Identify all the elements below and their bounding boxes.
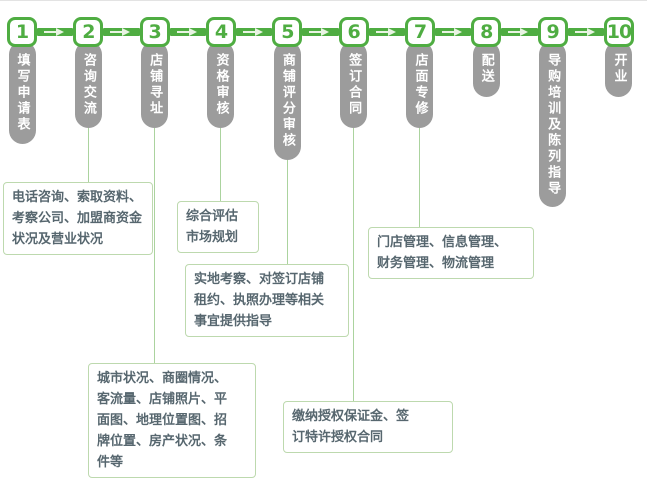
flow-connector (567, 28, 604, 36)
step-number: 1 (7, 17, 37, 47)
arrow-tail (242, 31, 256, 33)
step-number: 5 (272, 17, 303, 47)
arrow-right-icon (56, 28, 64, 36)
note-box: 电话咨询、索取资料、 考察公司、加盟商资金 状况及营业状况 (3, 182, 153, 255)
step-number: 10 (603, 17, 634, 47)
step-number: 3 (139, 17, 170, 47)
step-number: 2 (73, 17, 104, 47)
step-number: 7 (404, 17, 435, 47)
step-capsule: 填写申请表 (8, 41, 36, 144)
arrow-right-icon (188, 28, 197, 36)
flow-connector (501, 28, 538, 36)
step-capsule: 签订合同 (340, 41, 368, 129)
step-label: 导购培训及陈列指导 (545, 53, 561, 197)
flow-connector (37, 28, 74, 36)
flow-connector (235, 28, 273, 36)
step-capsule: 咨询交流 (74, 41, 102, 129)
step-label: 开业 (611, 53, 627, 85)
connector-line (286, 159, 288, 268)
step-number: 8 (471, 17, 502, 47)
connector-line (87, 128, 89, 186)
flow-connector (434, 28, 472, 36)
arrow-tail (441, 31, 455, 33)
step-capsule: 导购培训及陈列指导 (539, 41, 567, 208)
step-number: 4 (205, 17, 236, 47)
step-label: 店铺寻址 (147, 53, 163, 117)
step-number-text: 8 (480, 21, 493, 43)
step-number-text: 2 (82, 21, 95, 43)
step-capsule: 配送 (472, 41, 500, 97)
arrow-right-icon (453, 28, 462, 36)
connector-line (419, 128, 421, 231)
arrow-tail (176, 31, 190, 33)
arrow-tail (44, 31, 57, 33)
flow-connector (169, 28, 206, 36)
arrow-right-icon (387, 28, 396, 36)
note-box: 实地考察、对签订店铺 租约、执照办理等相关 事宜提供指导 (185, 264, 349, 337)
step-number-text: 7 (413, 21, 427, 43)
step-number: 6 (338, 17, 369, 47)
arrow-right-icon (586, 28, 595, 36)
arrow-right-icon (520, 28, 529, 36)
step-label: 店面专修 (412, 53, 428, 117)
step-capsule: 资格审核 (207, 41, 235, 129)
arrow-tail (508, 31, 522, 33)
note-box: 门店管理、信息管理、 财务管理、物流管理 (368, 227, 534, 279)
note-box: 综合评估 市场规划 (177, 201, 259, 253)
arrow-right-icon (122, 28, 131, 36)
step-capsule: 店铺寻址 (141, 41, 169, 129)
note-box: 缴纳授权保证金、签 订特许授权合同 (283, 401, 453, 453)
step-label: 填写申请表 (14, 53, 30, 133)
step-label: 咨询交流 (80, 53, 96, 117)
arrow-tail (375, 31, 389, 33)
step-number-text: 1 (15, 21, 29, 43)
step-number-text: 4 (214, 21, 228, 43)
step-label: 签订合同 (346, 53, 362, 117)
arrow-tail (574, 31, 588, 33)
connector-line (220, 128, 222, 205)
flow-connector (103, 28, 140, 36)
flow-connector (302, 28, 339, 36)
arrow-right-icon (321, 28, 330, 36)
step-number-text: 9 (546, 21, 560, 43)
connector-line (154, 128, 156, 367)
note-box: 城市状况、商圈情况、 客流量、店铺照片、平 面图、地理位置图、招 牌位置、房产状… (88, 363, 256, 478)
step-label: 资格审核 (213, 53, 229, 117)
step-number-text: 3 (148, 21, 162, 43)
step-label: 配送 (478, 53, 494, 85)
arrow-tail (309, 31, 323, 33)
step-label: 商铺评分审核 (279, 53, 295, 149)
connector-line (353, 128, 355, 405)
arrow-right-icon (254, 28, 263, 36)
arrow-tail (110, 31, 124, 33)
step-number-text: 5 (281, 21, 294, 43)
step-capsule: 商铺评分审核 (273, 41, 301, 160)
step-capsule: 店面专修 (406, 41, 434, 129)
step-capsule: 开业 (605, 41, 633, 97)
flow-connector (368, 28, 405, 36)
step-number-text: 10 (606, 21, 632, 43)
step-number: 9 (537, 17, 568, 47)
step-number-text: 6 (347, 21, 361, 43)
